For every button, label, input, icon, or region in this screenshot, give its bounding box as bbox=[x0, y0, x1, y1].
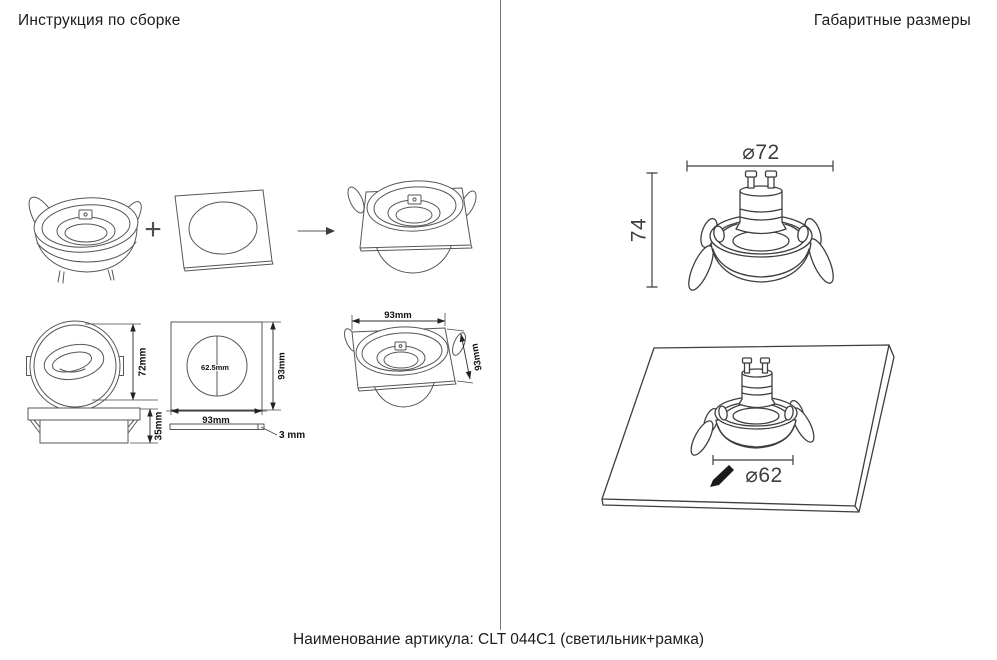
plus-sign-glyph: + bbox=[144, 213, 162, 246]
dim-label-93mm-height: 93mm bbox=[277, 352, 288, 379]
drill-icon bbox=[710, 465, 734, 487]
dim-assembled-width: 93mm bbox=[351, 310, 446, 330]
dim-frame-width: 93mm bbox=[166, 408, 267, 426]
spot-body-drawing bbox=[28, 196, 142, 284]
dim-assembled-side: 93mm bbox=[446, 328, 485, 384]
dimensions-section-title: Габаритные размеры bbox=[813, 12, 971, 29]
mounting-cutout-view bbox=[601, 344, 895, 513]
dim-cutout-diameter: ⌀62 bbox=[710, 455, 794, 487]
article-caption: Наименование артикула: CLT 044C1 (светил… bbox=[0, 631, 997, 649]
dim-fixture-height: 74 bbox=[628, 172, 658, 288]
dim-label-35mm: 35mm bbox=[154, 411, 165, 440]
dim-label-d72: ⌀72 bbox=[742, 141, 780, 164]
assembled-perspective-view bbox=[344, 326, 466, 408]
dim-frame-height: 93mm bbox=[262, 321, 288, 411]
dim-label-72mm: 72mm bbox=[138, 347, 149, 376]
fixture-front-view bbox=[688, 170, 834, 291]
dim-label-74: 74 bbox=[628, 218, 651, 242]
dim-label-62-5mm: 62.5mm bbox=[201, 363, 229, 372]
arrow-icon bbox=[297, 227, 335, 235]
dim-body-diameter: 72mm bbox=[85, 323, 158, 401]
dim-fixture-diameter: ⌀72 bbox=[686, 141, 834, 172]
frame-front-view: 62.5mm bbox=[170, 321, 263, 411]
article-caption-text: Наименование артикула: CLT 044C1 (светил… bbox=[293, 631, 704, 648]
plus-sign: + bbox=[144, 213, 162, 246]
square-frame-drawing bbox=[174, 189, 274, 272]
assembled-fixture-drawing bbox=[347, 180, 477, 274]
spot-side-view bbox=[27, 407, 141, 444]
dim-label-d62: ⌀62 bbox=[745, 464, 783, 487]
dim-label-93mm-width: 93mm bbox=[202, 415, 229, 426]
dim-body-height: 35mm bbox=[130, 408, 165, 444]
assembly-section-title: Инструкция по сборке bbox=[18, 12, 181, 29]
dim-label-93mm-side: 93mm bbox=[469, 343, 484, 372]
frame-edge-view: 3 mm bbox=[169, 423, 305, 441]
dim-label-3mm: 3 mm bbox=[279, 430, 305, 441]
dim-label-93mm-top: 93mm bbox=[384, 310, 411, 321]
